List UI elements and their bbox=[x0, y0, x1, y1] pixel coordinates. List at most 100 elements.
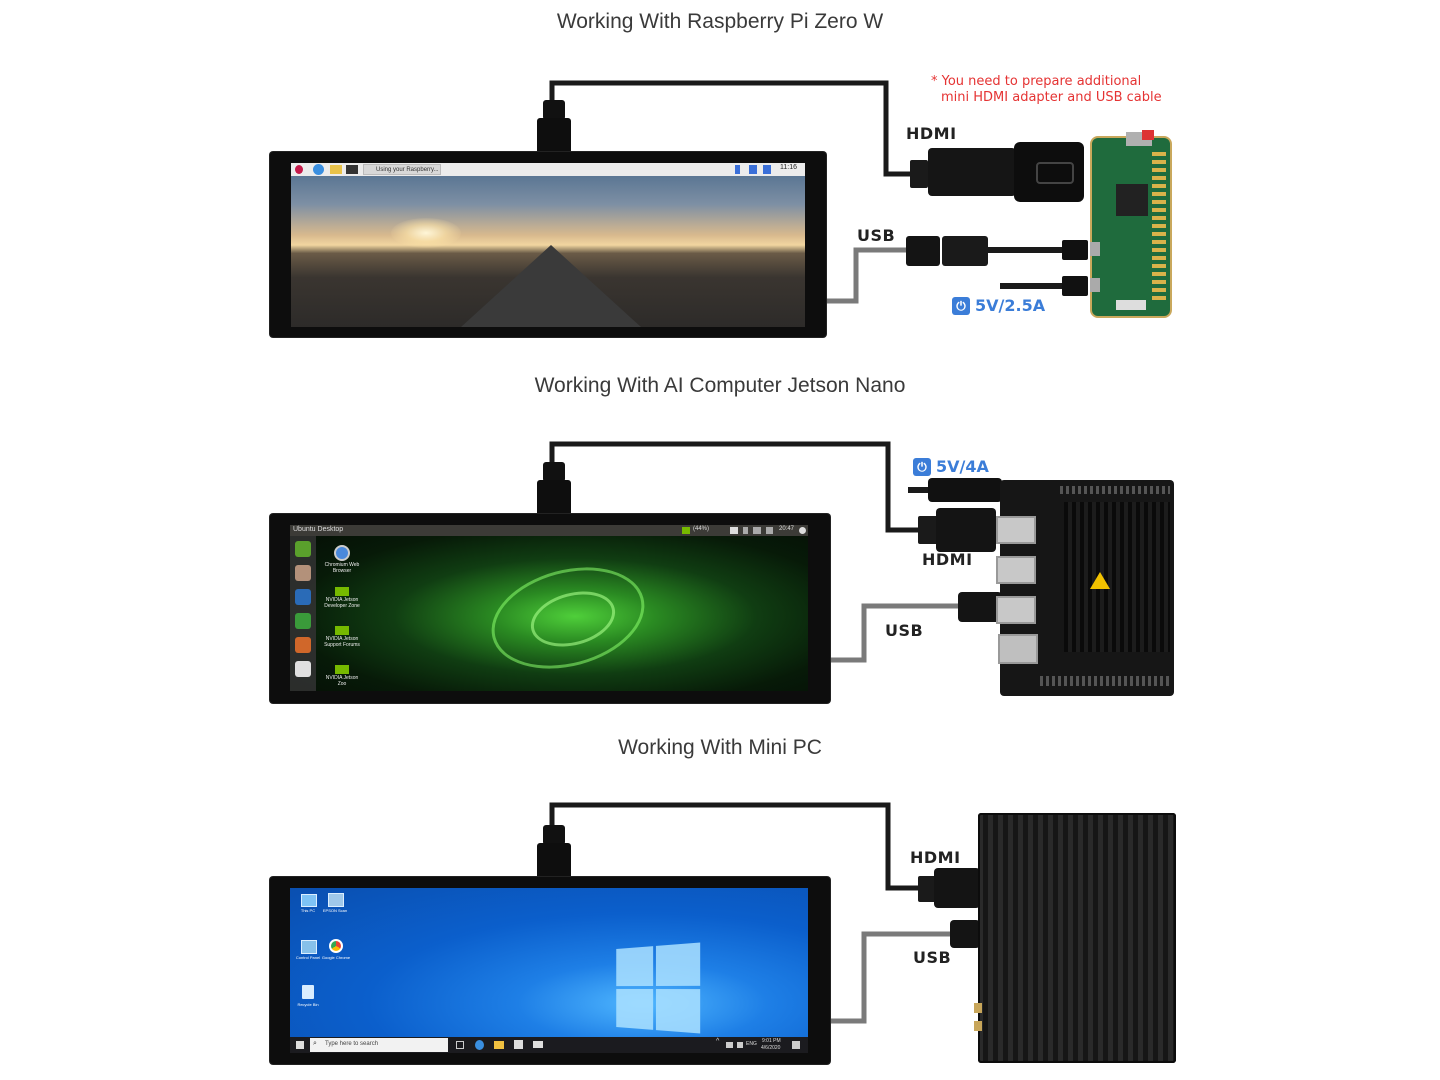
task-view-icon[interactable] bbox=[456, 1041, 464, 1049]
file-explorer-icon[interactable] bbox=[494, 1041, 504, 1049]
micro-usb-cable-icon bbox=[988, 247, 1062, 253]
adapter-note: * You need to prepare additional mini HD… bbox=[931, 74, 1162, 106]
launcher-software-icon[interactable] bbox=[295, 661, 311, 677]
launcher-writer-icon[interactable] bbox=[295, 589, 311, 605]
warning-sticker-icon bbox=[1090, 572, 1110, 589]
display-monitor-3: This PC EPSON Scan Control Panel Google … bbox=[270, 877, 830, 1064]
nvidia-zoo-icon[interactable] bbox=[335, 665, 349, 674]
taskbar-date: 4/6/2020 bbox=[761, 1045, 781, 1051]
taskbar-tab-label: Using your Raspberry... bbox=[376, 167, 439, 173]
desktop-label-chrome: Google Chrome bbox=[321, 955, 351, 960]
mini-pc-port bbox=[974, 1003, 982, 1013]
bluetooth-tray-icon[interactable] bbox=[743, 527, 748, 534]
terminal-icon[interactable] bbox=[346, 165, 358, 174]
usb-plug-icon-2 bbox=[958, 592, 1002, 622]
keyboard-icon[interactable] bbox=[730, 527, 738, 534]
chromium-icon[interactable] bbox=[334, 545, 350, 561]
window-title: Ubuntu Desktop bbox=[293, 526, 344, 533]
power-menu-icon[interactable] bbox=[799, 527, 806, 534]
adapter-note-line2: mini HDMI adapter and USB cable bbox=[941, 90, 1162, 105]
ethernet-port bbox=[998, 634, 1038, 664]
display-monitor-1: Using your Raspberry... 11:16 bbox=[270, 152, 826, 337]
hdmi-connector-icon-3 bbox=[537, 825, 571, 881]
dc-barrel-plug-icon bbox=[928, 478, 1002, 502]
taskbar-search-placeholder: Type here to search bbox=[325, 1041, 379, 1047]
mini-hdmi-adapter-icon bbox=[1014, 142, 1084, 202]
mini-pc-port-2 bbox=[974, 1021, 982, 1031]
power-cable-icon bbox=[1000, 283, 1062, 289]
browser-icon[interactable] bbox=[313, 164, 324, 175]
jetson-nano-board bbox=[996, 480, 1174, 696]
hdmi-label-1: HDMI bbox=[906, 124, 957, 143]
tray-language[interactable]: ENG bbox=[746, 1041, 757, 1047]
desktop-icon-label-devzone: NVIDIA Jetson Developer Zone bbox=[324, 597, 360, 609]
usb-label-2: USB bbox=[885, 621, 924, 640]
road-image bbox=[461, 245, 641, 327]
raspberry-desktop-screen: Using your Raspberry... 11:16 bbox=[291, 163, 805, 327]
ubuntu-desktop-screen: Ubuntu Desktop (44%) 20:47 Chromium Web … bbox=[290, 525, 808, 691]
gpio-header bbox=[1040, 676, 1170, 686]
usb-otg-adapter-icon bbox=[906, 236, 940, 266]
power-spec-1: ⏻5V/2.5A bbox=[952, 296, 1045, 315]
tray-network-icon[interactable] bbox=[726, 1042, 733, 1048]
raspberry-logo-icon[interactable] bbox=[295, 165, 303, 174]
search-icon: ⌕ bbox=[313, 1040, 317, 1047]
nvidia-tray-icon[interactable] bbox=[682, 527, 690, 534]
nvidia-forums-icon[interactable] bbox=[335, 626, 349, 635]
usb-label-1: USB bbox=[857, 226, 896, 245]
epson-scan-icon[interactable] bbox=[328, 893, 344, 907]
section-title-mini-pc: Working With Mini PC bbox=[618, 736, 822, 759]
hdmi-plug-icon bbox=[910, 160, 928, 188]
windows-desktop-screen: This PC EPSON Scan Control Panel Google … bbox=[290, 888, 808, 1053]
notification-icon[interactable] bbox=[792, 1041, 800, 1049]
launcher-files-icon[interactable] bbox=[295, 565, 311, 581]
store-icon[interactable] bbox=[514, 1040, 523, 1049]
dc-barrel-cable-icon bbox=[908, 487, 930, 493]
mail-taskbar-icon[interactable] bbox=[533, 1041, 543, 1048]
volume-tray-icon[interactable] bbox=[766, 527, 773, 534]
network-icon[interactable] bbox=[749, 165, 757, 174]
tray-up-arrow-icon[interactable]: ^ bbox=[716, 1038, 720, 1045]
mail-icon[interactable] bbox=[753, 527, 761, 534]
power-spec-2-value: 5V/4A bbox=[936, 457, 989, 476]
raspberry-pi-zero-board bbox=[1090, 130, 1172, 318]
launcher-calc-icon[interactable] bbox=[295, 613, 311, 629]
usb-plug-icon-3 bbox=[950, 920, 980, 948]
bluetooth-icon[interactable] bbox=[735, 165, 740, 174]
recycle-bin-icon[interactable] bbox=[302, 985, 314, 999]
start-button-icon[interactable] bbox=[296, 1041, 304, 1049]
this-pc-icon[interactable] bbox=[301, 894, 317, 907]
hdmi-connector-icon-2 bbox=[537, 462, 571, 518]
folder-icon[interactable] bbox=[330, 165, 342, 174]
ubuntu-top-bar bbox=[290, 525, 808, 536]
sun-glow bbox=[391, 218, 461, 248]
power-spec-2: ⏻5V/4A bbox=[913, 457, 989, 476]
display-monitor-2: Ubuntu Desktop (44%) 20:47 Chromium Web … bbox=[270, 514, 830, 703]
desktop-label-this-pc: This PC bbox=[300, 908, 316, 913]
launcher-impress-icon[interactable] bbox=[295, 637, 311, 653]
taskbar-window-tab[interactable]: Using your Raspberry... bbox=[363, 164, 441, 175]
desktop-label-recycle: Recycle Bin bbox=[297, 1002, 319, 1007]
edge-icon[interactable] bbox=[475, 1040, 484, 1050]
power-spec-1-value: 5V/2.5A bbox=[975, 296, 1046, 315]
adapter-note-line1: * You need to prepare additional bbox=[931, 74, 1142, 89]
volume-icon[interactable] bbox=[763, 165, 771, 174]
hdmi-cable-head-icon bbox=[928, 148, 1016, 196]
usb-cable-3 bbox=[830, 931, 950, 1024]
control-panel-icon[interactable] bbox=[301, 940, 317, 954]
section-title-jetson-nano: Working With AI Computer Jetson Nano bbox=[534, 374, 906, 397]
hdmi-cable-1 bbox=[549, 80, 912, 177]
usb-cable-2 bbox=[830, 603, 960, 663]
launcher-search-icon[interactable] bbox=[295, 541, 311, 557]
ubuntu-clock: 20:47 bbox=[779, 526, 795, 532]
hdmi-connector-icon bbox=[537, 100, 571, 156]
tray-volume-icon[interactable] bbox=[737, 1042, 743, 1048]
taskbar-search-box[interactable]: ⌕ Type here to search bbox=[310, 1038, 448, 1052]
desktop-icon-label-zoo: NVIDIA Jetson Zoo bbox=[325, 675, 359, 687]
nvidia-devzone-icon[interactable] bbox=[335, 587, 349, 596]
hdmi-cable-2 bbox=[549, 441, 920, 533]
jetson-heatsink bbox=[1064, 502, 1170, 652]
google-chrome-icon[interactable] bbox=[329, 939, 343, 953]
taskbar-clock: 11:16 bbox=[780, 164, 797, 171]
